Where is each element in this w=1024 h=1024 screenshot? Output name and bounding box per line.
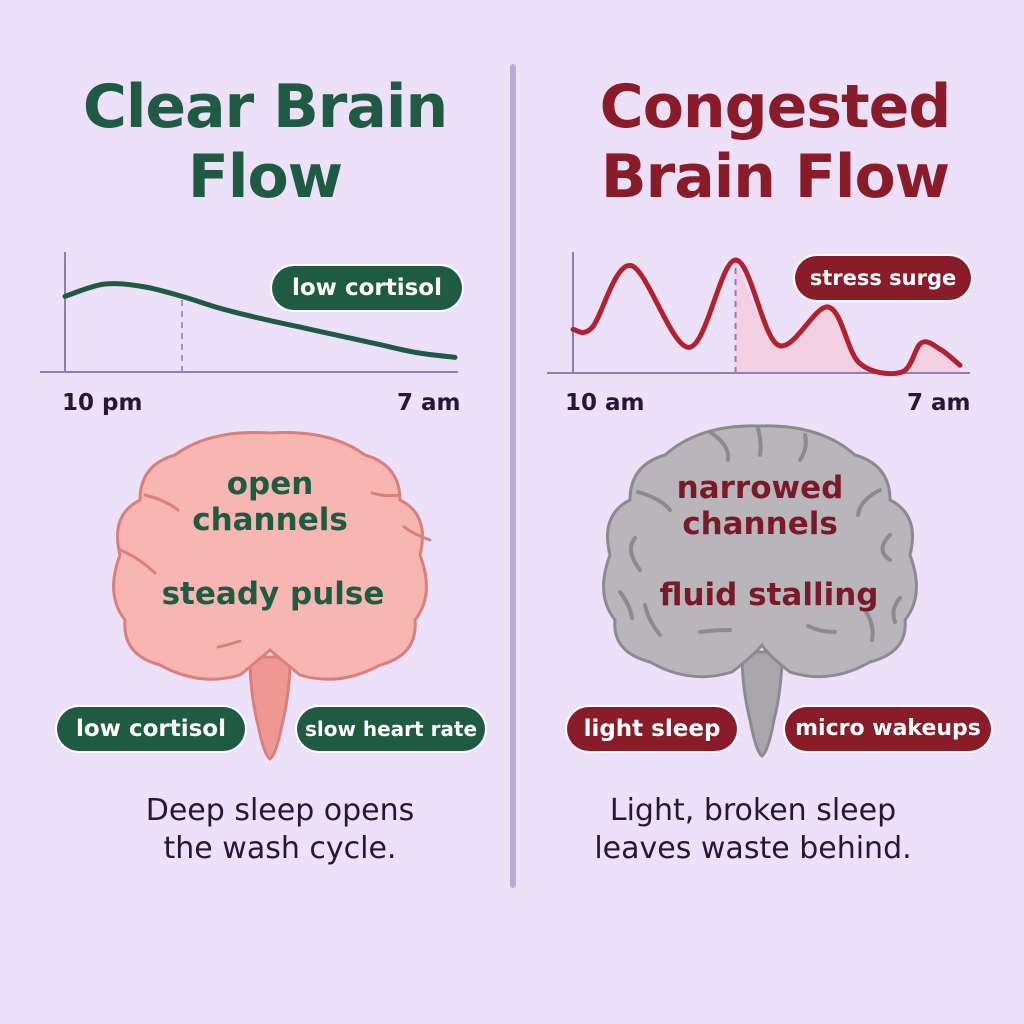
brain-text-narrowed-channels: narrowed channels — [610, 470, 910, 542]
brain-fold — [856, 488, 882, 517]
panel-divider — [510, 64, 516, 888]
brain-fold — [891, 596, 902, 624]
brain-fold — [756, 426, 763, 457]
x-start-label: 10 am — [565, 390, 645, 416]
chart-badge-low-cortisol: low cortisol — [272, 266, 462, 310]
brain-text-line: open — [226, 466, 314, 502]
title-line: Flow — [187, 142, 343, 212]
congested-brain-illustration — [602, 424, 918, 758]
brain-fold — [798, 433, 808, 462]
stress-curve — [570, 257, 963, 377]
caption-line: the wash cycle. — [163, 831, 397, 866]
cortisol-curve — [62, 281, 458, 360]
brain-text-line: narrowed — [676, 470, 844, 506]
caption-line: leaves waste behind. — [594, 831, 912, 866]
tag-micro-wakeups: micro wakeups — [785, 707, 991, 751]
brain-text-line: channels — [192, 502, 348, 538]
clear-flow-chart — [40, 252, 458, 373]
brain-fold — [708, 430, 731, 462]
brain-text-fluid-stalling: fluid stalling — [659, 577, 879, 613]
shaded-area — [735, 260, 960, 374]
brain-stem — [248, 655, 292, 761]
brain-text-line: channels — [682, 506, 838, 542]
caption-line: Deep sleep opens — [145, 793, 415, 828]
tag-light-sleep: light sleep — [567, 707, 737, 751]
x-start-label: 10 pm — [62, 390, 143, 416]
clear-brain-illustration — [112, 431, 432, 761]
brain-fold — [643, 603, 662, 637]
brain-fold — [863, 608, 875, 642]
title-line: Clear Brain — [82, 72, 448, 142]
x-end-label: 7 am — [907, 390, 971, 416]
clear-flow-title: Clear Brain Flow — [30, 72, 500, 212]
brain-body — [602, 424, 918, 679]
brain-fold — [698, 628, 732, 634]
brain-text-open-channels: open channels — [120, 466, 420, 538]
x-end-label: 7 am — [397, 390, 461, 416]
brain-fold — [402, 525, 432, 542]
tag-slow-heart-rate: slow heart rate — [297, 707, 485, 751]
brain-fold — [636, 490, 672, 512]
congested-flow-caption: Light, broken sleep leaves waste behind. — [533, 792, 973, 868]
brain-fold — [143, 493, 180, 512]
brain-fold — [880, 533, 892, 562]
brain-text-steady-pulse: steady pulse — [161, 576, 385, 612]
title-line: Congested — [599, 72, 952, 142]
congested-flow-title: Congested Brain Flow — [540, 72, 1010, 212]
brain-fold — [618, 590, 634, 620]
brain-body — [112, 431, 428, 681]
caption-line: Light, broken sleep — [609, 793, 897, 828]
brain-fold — [629, 536, 642, 572]
brain-fold — [216, 639, 242, 649]
chart-badge-stress-surge: stress surge — [795, 256, 971, 300]
brain-fold — [118, 548, 157, 575]
tag-low-cortisol: low cortisol — [57, 707, 245, 751]
brain-fold — [370, 491, 402, 498]
brain-fold — [806, 624, 837, 634]
title-line: Brain Flow — [600, 142, 950, 212]
brain-stem — [740, 650, 784, 758]
congested-flow-chart — [547, 252, 970, 377]
clear-flow-caption: Deep sleep opens the wash cycle. — [60, 792, 500, 868]
